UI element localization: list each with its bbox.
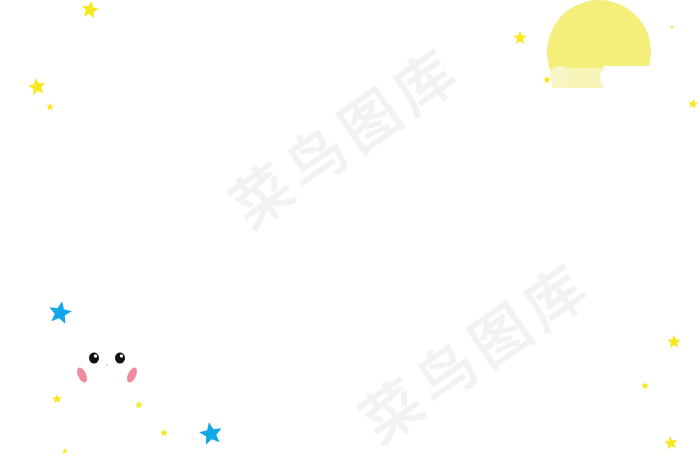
star-icon xyxy=(49,301,72,324)
star-icon xyxy=(62,448,68,454)
star-icon xyxy=(199,422,222,445)
right-cheek xyxy=(127,367,137,383)
star-icon xyxy=(641,382,649,390)
nose xyxy=(106,364,108,366)
star-icon xyxy=(82,1,99,19)
right-eye xyxy=(115,352,125,364)
star-icon xyxy=(688,99,698,109)
moon-icon xyxy=(547,0,663,90)
star-icon xyxy=(513,31,527,44)
star-icon xyxy=(664,436,678,450)
star-icon xyxy=(670,25,674,29)
left-cheek xyxy=(77,367,87,383)
star-icon xyxy=(160,429,168,437)
star-icon xyxy=(28,78,45,96)
star-icon xyxy=(135,401,143,409)
star-icon xyxy=(667,335,681,348)
star-icon xyxy=(46,103,54,111)
star-icon xyxy=(52,394,62,403)
star-icon xyxy=(543,76,551,84)
bunny-face xyxy=(77,352,137,383)
left-eye xyxy=(89,352,99,364)
